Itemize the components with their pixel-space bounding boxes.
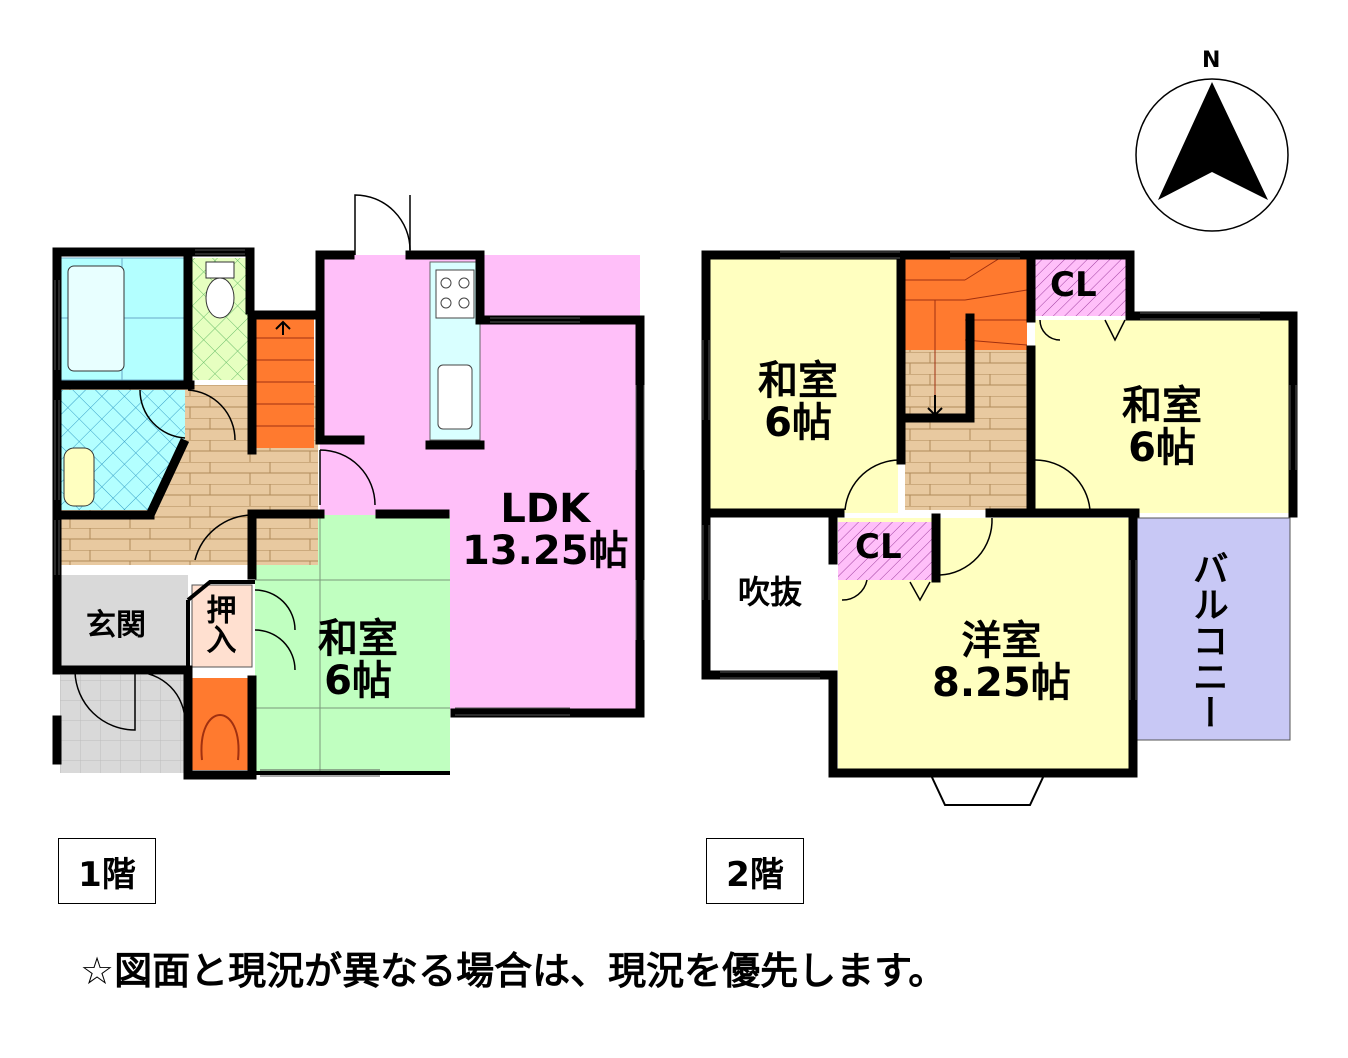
- youshitsu-label: 洋室 8.25帖: [932, 620, 1071, 704]
- washitsu-2f-right-name: 和室: [1122, 383, 1202, 429]
- washitsu-2f-right-size: 6帖: [1128, 425, 1196, 471]
- ldk-label: LDK 13.25帖: [462, 488, 629, 572]
- washitsu-2f-left-label: 和室 6帖: [758, 360, 838, 444]
- oshiire-area: [191, 584, 253, 668]
- youshitsu-size: 8.25帖: [932, 660, 1071, 706]
- ldk-name: LDK: [500, 486, 591, 532]
- balcony-area: [1134, 517, 1291, 741]
- fukinuke-label: 吹抜: [738, 573, 803, 611]
- storage-1f: [190, 678, 250, 770]
- north-label: N: [1202, 48, 1221, 73]
- washitsu-1f-name: 和室: [318, 616, 398, 662]
- floor2-label: 2階: [706, 838, 804, 904]
- disclaimer-note: ☆図面と現況が異なる場合は、現況を優先します。: [80, 949, 947, 993]
- oshiire-label: 押入: [200, 594, 236, 654]
- genkan-label: 玄関: [86, 608, 146, 643]
- fukinuke-area: [710, 518, 828, 673]
- washitsu-1f-label: 和室 6帖: [318, 618, 398, 702]
- cl-top-area: [1035, 258, 1127, 316]
- bay-window: [928, 772, 1047, 806]
- floor1-label: 1階: [58, 838, 156, 904]
- youshitsu-name: 洋室: [961, 618, 1042, 664]
- genkan-area: [60, 575, 188, 670]
- compass: [1135, 78, 1289, 232]
- entrance-porch: [60, 675, 185, 773]
- washitsu-2f-left-size: 6帖: [764, 400, 832, 446]
- ldk-size: 13.25帖: [462, 528, 629, 574]
- cl-mid-label: CL: [855, 527, 902, 567]
- washitsu-2f-right-label: 和室 6帖: [1122, 385, 1202, 469]
- balcony-label: バルコニー: [1186, 550, 1228, 730]
- washitsu-1f-size: 6帖: [324, 658, 392, 704]
- washitsu-2f-left-name: 和室: [758, 358, 838, 404]
- cl-top-label: CL: [1050, 265, 1097, 305]
